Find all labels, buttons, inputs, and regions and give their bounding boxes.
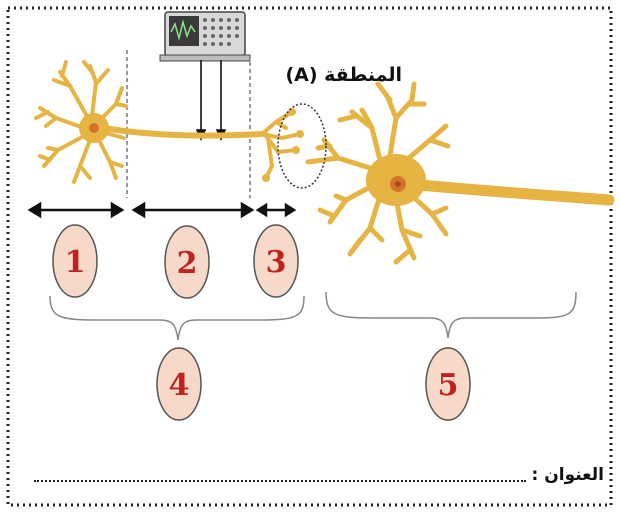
brace-postsynaptic <box>326 292 576 338</box>
label-3: 3 <box>266 245 287 280</box>
recording-electrodes <box>197 60 225 139</box>
label-2: 2 <box>177 246 198 281</box>
brace-presynaptic <box>50 296 304 340</box>
presynaptic-nucleus <box>89 123 99 133</box>
label-4: 4 <box>169 368 190 403</box>
oscilloscope-icon <box>160 12 250 61</box>
label-1: 1 <box>65 245 86 280</box>
title-blank-line[interactable] <box>34 468 526 482</box>
region-a-label: المنطقة (A) <box>262 64 402 94</box>
segment-arrows <box>30 204 294 216</box>
title-label: العنوان : <box>532 465 604 485</box>
label-5: 5 <box>438 368 459 403</box>
title-field[interactable]: العنوان : <box>28 462 604 488</box>
presynaptic-neuron <box>36 62 300 182</box>
postsynaptic-neuron <box>308 84 609 262</box>
postsynaptic-nucleolus <box>395 181 401 187</box>
segment-separators <box>127 50 250 198</box>
